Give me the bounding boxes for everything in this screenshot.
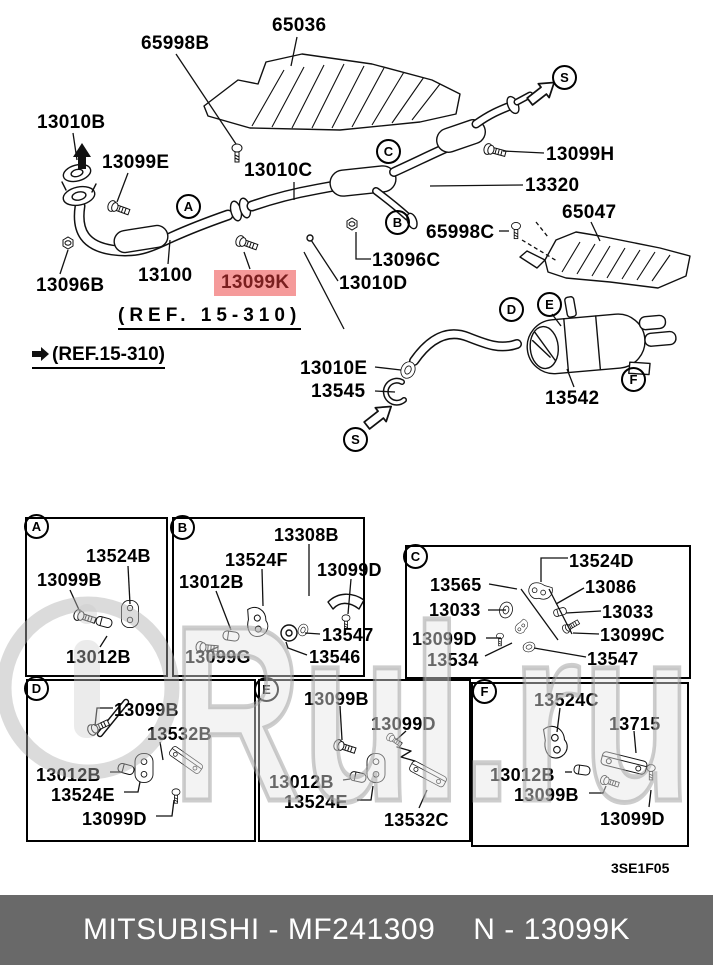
highlighted-part-label-13099k[interactable]: 13099K [214,270,297,296]
center-pipe-13320 [246,91,534,242]
part-label-13099d: 13099D [82,809,147,829]
ref-note-main: (REF. 15-310) [118,306,302,330]
part-label-13033: 13033 [429,600,481,620]
callout-e: E [537,292,562,317]
part-label-13524d: 13524D [569,551,634,571]
callout-a: A [176,194,201,219]
part-label-13524c: 13524C [534,690,599,710]
detail-parts-c [484,557,602,658]
right-arrow-icon [32,347,49,361]
part-label-13542: 13542 [545,388,600,409]
part-label-13096b: 13096B [36,275,105,296]
callout-b: B [385,210,410,235]
part-label-13099b: 13099B [304,689,369,709]
footer-part-number: N - 13099K [473,913,631,946]
part-label-13524b: 13524B [86,546,151,566]
part-label-13012b: 13012B [36,765,101,785]
callout-c: C [376,139,401,164]
part-label-13099e: 13099E [102,152,170,173]
box-letter-a: A [24,514,49,539]
part-label-13010c: 13010C [244,160,313,181]
callout-s-top: S [552,65,577,90]
part-label-13308b: 13308B [274,525,339,545]
heat-shield-65047 [519,231,691,289]
detail-parts-a [69,565,139,648]
detail-box-e [258,679,471,842]
callout-d: D [499,297,524,322]
part-label-13524e: 13524E [51,785,115,805]
part-label-13099b: 13099B [114,700,179,720]
part-label-13545: 13545 [311,381,366,402]
detail-box-a [25,517,168,677]
detail-box-c [405,545,691,679]
part-label-13099g: 13099G [185,647,251,667]
part-label-13320: 13320 [525,175,580,196]
detail-box-b [172,517,365,677]
box-letter-b: B [170,515,195,540]
up-arrow-icon [73,143,91,169]
detail-box-d [26,679,256,842]
detail-parts-d [85,698,205,817]
part-label-65036: 65036 [272,15,327,36]
part-label-13099d: 13099D [371,714,436,734]
part-label-13099h: 13099H [546,144,615,165]
part-label-13547: 13547 [322,625,374,645]
detail-parts-f [539,707,656,808]
rear-muffler-13542 [382,296,677,406]
part-label-13534: 13534 [427,650,479,670]
part-label-13524e: 13524E [284,792,348,812]
part-label-13012b: 13012B [179,572,244,592]
part-label-13086: 13086 [585,577,637,597]
part-label-13099b: 13099B [514,785,579,805]
part-label-13096c: 13096C [372,250,441,271]
part-label-13546: 13546 [309,647,361,667]
part-label-13099b: 13099B [37,570,102,590]
callout-s-bottom: S [343,427,368,452]
part-label-13099d: 13099D [600,809,665,829]
part-label-13010b: 13010B [37,112,106,133]
part-label-13532c: 13532C [384,810,449,830]
part-label-13033: 13033 [602,602,654,622]
part-label-13010d: 13010D [339,273,408,294]
detail-box-f [471,682,689,847]
part-label-13099d: 13099D [412,629,477,649]
detail-parts-b [195,544,365,656]
box-letter-e: E [254,677,279,702]
detail-parts-e [331,705,448,809]
part-label-13012b: 13012B [66,647,131,667]
part-label-13099c: 13099C [600,625,665,645]
heat-shield-65036 [203,53,461,131]
drawing-code: 3SE1F05 [611,860,670,876]
part-label-13565: 13565 [430,575,482,595]
footer-bar: MITSUBISHI - MF241309 N - 13099K [0,895,713,965]
box-letter-c: C [403,544,428,569]
part-label-13010e: 13010E [300,358,368,379]
part-label-13524f: 13524F [225,550,288,570]
footer-brand-part: MITSUBISHI - MF241309 [82,913,436,946]
part-label-13012b: 13012B [269,772,334,792]
box-letter-f: F [472,679,497,704]
part-label-13532b: 13532B [147,724,212,744]
front-pipe-13100 [61,143,252,257]
ref-note-arrow: (REF.15-310) [32,345,165,369]
callout-f: F [621,367,646,392]
box-letter-d: D [24,676,49,701]
part-label-65998b: 65998B [141,33,210,54]
part-label-13715: 13715 [609,714,661,734]
leader-lines [59,36,601,393]
part-label-13547: 13547 [587,649,639,669]
part-label-65047: 65047 [562,202,617,223]
part-label-13099d: 13099D [317,560,382,580]
part-label-13100: 13100 [138,265,193,286]
part-label-13012b: 13012B [490,765,555,785]
part-label-65998c: 65998C [426,222,495,243]
